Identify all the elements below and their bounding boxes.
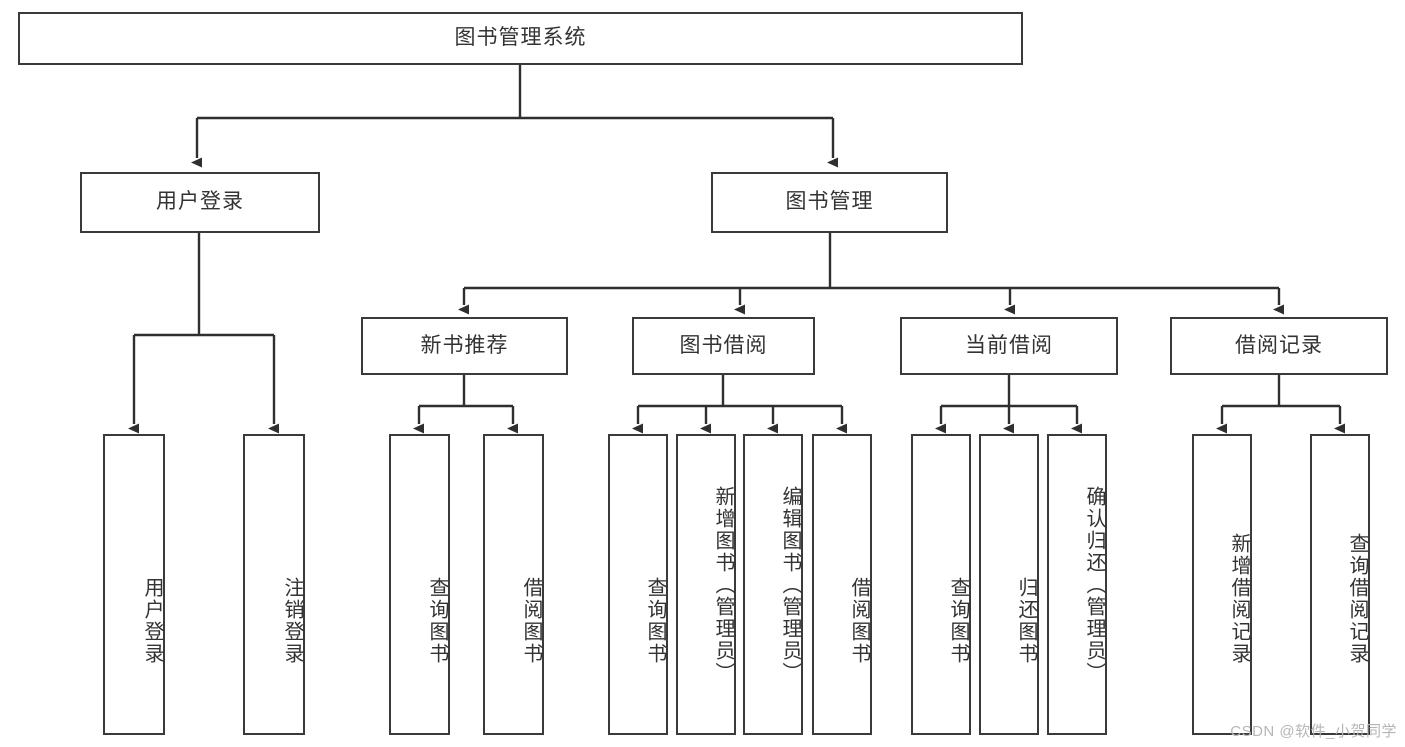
node-leaf-logout[interactable]: 注销登录 [243, 434, 305, 735]
node-leaf-confirm-return[interactable]: 确认归还（管理员） [1047, 434, 1107, 735]
node-leaf-return-book-label: 归还图书 [1015, 576, 1037, 665]
node-leaf-query-book-1[interactable]: 查询图书 [389, 434, 450, 735]
node-leaf-query-book-2[interactable]: 查询图书 [608, 434, 668, 735]
node-new-book-recommend[interactable]: 新书推荐 [361, 317, 568, 375]
node-leaf-query-book-1-label: 查询图书 [426, 576, 448, 665]
node-leaf-user-login-label: 用户登录 [141, 576, 163, 665]
node-leaf-borrow-book-1-label: 借阅图书 [520, 576, 542, 665]
node-leaf-confirm-return-label: 确认归还（管理员） [1083, 485, 1105, 684]
node-leaf-add-record-label: 新增借阅记录 [1228, 532, 1250, 665]
node-leaf-logout-label: 注销登录 [281, 576, 303, 665]
node-new-book-recommend-label: 新书推荐 [420, 333, 509, 357]
node-leaf-return-book[interactable]: 归还图书 [979, 434, 1039, 735]
csdn-watermark: CSDN @软件_小贺同学 [1230, 723, 1397, 740]
node-borrow-record[interactable]: 借阅记录 [1170, 317, 1388, 375]
node-leaf-borrow-book-2-label: 借阅图书 [848, 576, 870, 665]
node-leaf-query-record-label: 查询借阅记录 [1346, 532, 1368, 665]
node-leaf-borrow-book-2[interactable]: 借阅图书 [812, 434, 872, 735]
node-leaf-add-book[interactable]: 新增图书（管理员） [676, 434, 736, 735]
node-leaf-borrow-book-1[interactable]: 借阅图书 [483, 434, 544, 735]
node-leaf-edit-book[interactable]: 编辑图书（管理员） [743, 434, 803, 735]
node-book-borrow-label: 图书借阅 [679, 333, 768, 357]
node-leaf-edit-book-label: 编辑图书（管理员） [779, 485, 801, 684]
node-book-manage-label: 图书管理 [785, 190, 874, 214]
node-book-manage[interactable]: 图书管理 [711, 172, 948, 233]
node-user-login-label: 用户登录 [156, 190, 244, 214]
node-current-borrow[interactable]: 当前借阅 [900, 317, 1118, 375]
node-root[interactable]: 图书管理系统 [18, 12, 1023, 65]
node-borrow-record-label: 借阅记录 [1235, 333, 1323, 357]
node-leaf-query-record[interactable]: 查询借阅记录 [1310, 434, 1370, 735]
node-leaf-user-login[interactable]: 用户登录 [103, 434, 165, 735]
node-user-login[interactable]: 用户登录 [80, 172, 320, 233]
node-leaf-query-book-3[interactable]: 查询图书 [911, 434, 971, 735]
node-leaf-add-book-label: 新增图书（管理员） [712, 485, 734, 684]
node-book-borrow[interactable]: 图书借阅 [632, 317, 815, 375]
node-root-label: 图书管理系统 [454, 26, 587, 50]
node-current-borrow-label: 当前借阅 [965, 333, 1053, 357]
node-leaf-query-book-3-label: 查询图书 [947, 576, 969, 665]
node-leaf-add-record[interactable]: 新增借阅记录 [1192, 434, 1252, 735]
node-leaf-query-book-2-label: 查询图书 [644, 576, 666, 665]
